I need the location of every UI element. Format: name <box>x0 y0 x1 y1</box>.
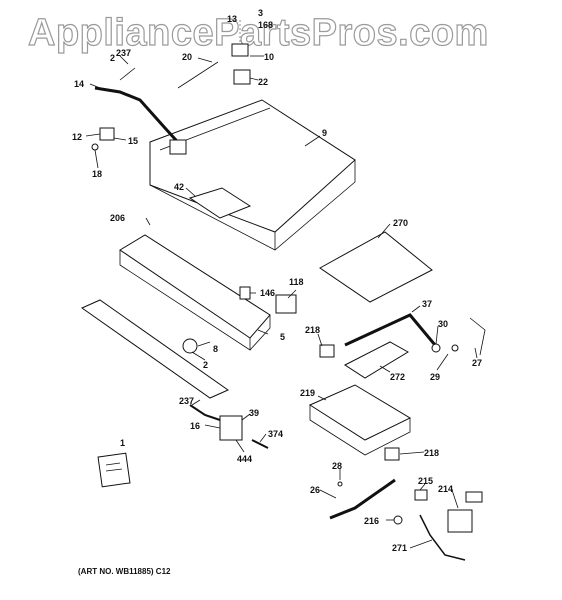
label-8: 8 <box>213 344 218 354</box>
art-number: (ART NO. WB11885) C12 <box>78 567 171 576</box>
label-42: 42 <box>174 182 184 192</box>
label-237-top: 237 <box>116 48 131 58</box>
label-22: 22 <box>258 77 268 87</box>
label-27: 27 <box>472 358 482 368</box>
label-14: 14 <box>74 79 84 89</box>
label-2-middle: 2 <box>203 360 208 370</box>
front-strip <box>80 299 230 399</box>
label-3: 3 <box>258 8 263 18</box>
label-219: 219 <box>300 388 315 398</box>
label-18: 18 <box>92 169 102 179</box>
label-118: 118 <box>289 277 304 287</box>
manifold-tube <box>94 67 187 155</box>
label-37: 37 <box>422 299 432 309</box>
label-444: 444 <box>237 454 252 464</box>
manifold-panel <box>119 234 271 351</box>
leader-lines <box>85 55 478 549</box>
label-10: 10 <box>264 52 274 62</box>
burner-box <box>149 99 356 251</box>
label-30: 30 <box>438 319 448 329</box>
label-28: 28 <box>332 461 342 471</box>
label-39: 39 <box>249 408 259 418</box>
label-146: 146 <box>260 288 275 298</box>
label-218-top: 218 <box>305 325 320 335</box>
label-271: 271 <box>392 543 407 553</box>
burner-tube-assembly <box>319 313 486 379</box>
bracket-parts <box>91 127 115 151</box>
plate-219 <box>308 384 412 461</box>
label-374: 374 <box>268 429 283 439</box>
label-215: 215 <box>418 476 433 486</box>
label-12: 12 <box>72 132 82 142</box>
label-216: 216 <box>364 516 379 526</box>
label-2-top: 2 <box>110 53 115 63</box>
label-9: 9 <box>322 128 327 138</box>
label-206: 206 <box>110 213 125 223</box>
label-29: 29 <box>430 372 440 382</box>
shield-270 <box>319 231 433 303</box>
valve-assembly <box>177 20 251 89</box>
label-16: 16 <box>190 421 200 431</box>
label-15: 15 <box>128 136 138 146</box>
burner-tube-26 <box>329 478 396 520</box>
label-1: 1 <box>120 438 125 448</box>
manual-booklet <box>97 452 131 488</box>
label-13: 13 <box>227 14 237 24</box>
label-5: 5 <box>280 332 285 342</box>
label-218-bottom: 218 <box>424 448 439 458</box>
igniter-assembly <box>393 489 483 561</box>
label-20: 20 <box>182 52 192 62</box>
label-272: 272 <box>390 372 405 382</box>
label-26: 26 <box>310 485 320 495</box>
label-168: 168 <box>258 20 273 30</box>
label-237-bottom: 237 <box>179 396 194 406</box>
part-labels: 3 13 168 2 237 20 10 22 14 12 15 18 9 42… <box>72 8 482 553</box>
label-270: 270 <box>393 218 408 228</box>
label-214: 214 <box>438 484 453 494</box>
watermark: AppliancePartsPros.com <box>27 11 489 54</box>
